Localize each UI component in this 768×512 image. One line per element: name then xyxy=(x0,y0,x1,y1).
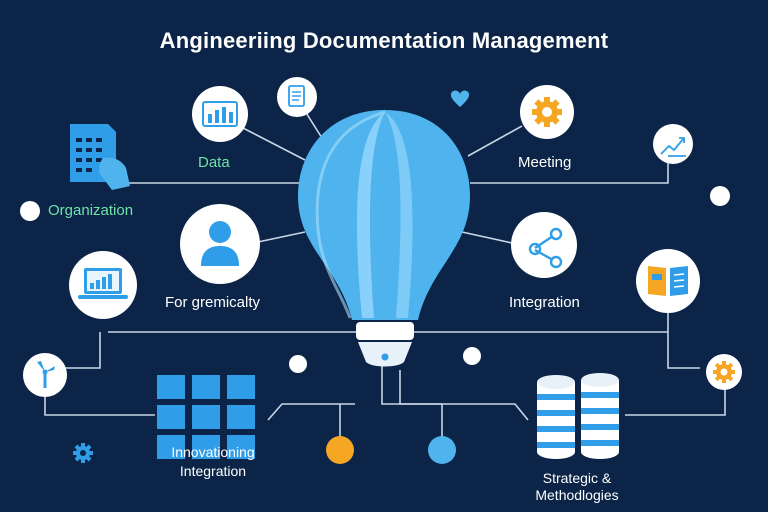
wind-turbine-icon xyxy=(37,361,55,388)
share-icon xyxy=(528,227,563,269)
label-integration: Integration xyxy=(509,294,580,311)
small-gear-icon xyxy=(73,443,93,463)
label-for-gremically: For gremicalty xyxy=(165,294,261,311)
document-node xyxy=(277,77,317,117)
organization-dot xyxy=(20,201,40,221)
orange-dot xyxy=(326,436,354,464)
gear-icon xyxy=(532,97,562,127)
lightbulb-icon xyxy=(298,110,470,367)
user-node xyxy=(180,204,260,284)
document-icon xyxy=(288,85,305,107)
page-title: Angineeriing Documentation Management xyxy=(159,28,609,53)
book-icon xyxy=(648,266,688,296)
node-dot xyxy=(463,347,481,365)
blue-dot xyxy=(428,436,456,464)
laptop-chart-icon xyxy=(78,268,128,299)
wind-turbine-node xyxy=(23,353,67,397)
spreadsheet-icon xyxy=(70,124,130,190)
label-innovationing-line1: Innovationing xyxy=(171,444,255,460)
trend-up-icon xyxy=(660,137,686,157)
label-organization: Organization xyxy=(48,202,134,219)
grid-icon xyxy=(157,375,255,459)
trend-node xyxy=(653,124,693,164)
heart-icon xyxy=(450,90,470,107)
label-strategic-line1: Strategic & xyxy=(542,470,612,486)
book-node xyxy=(636,249,700,313)
label-innovationing: Innovationing Integration xyxy=(148,444,278,479)
node-dot xyxy=(289,355,307,373)
orange-gear-node xyxy=(706,354,742,390)
user-icon xyxy=(201,221,239,266)
label-innovationing-line2: Integration xyxy=(179,463,247,479)
label-data: Data xyxy=(198,154,230,171)
label-meeting: Meeting xyxy=(518,154,572,171)
bar-chart-node xyxy=(192,86,248,142)
gear-node xyxy=(520,85,574,139)
database-icon xyxy=(537,373,619,459)
laptop-node xyxy=(69,251,137,319)
node-dot xyxy=(710,186,730,206)
bar-chart-icon xyxy=(202,101,238,127)
share-node xyxy=(511,212,577,278)
label-strategic: Strategic & Methodlogies xyxy=(512,470,642,503)
label-strategic-line2: Methodlogies xyxy=(535,487,619,503)
orange-gear-icon xyxy=(713,361,735,383)
